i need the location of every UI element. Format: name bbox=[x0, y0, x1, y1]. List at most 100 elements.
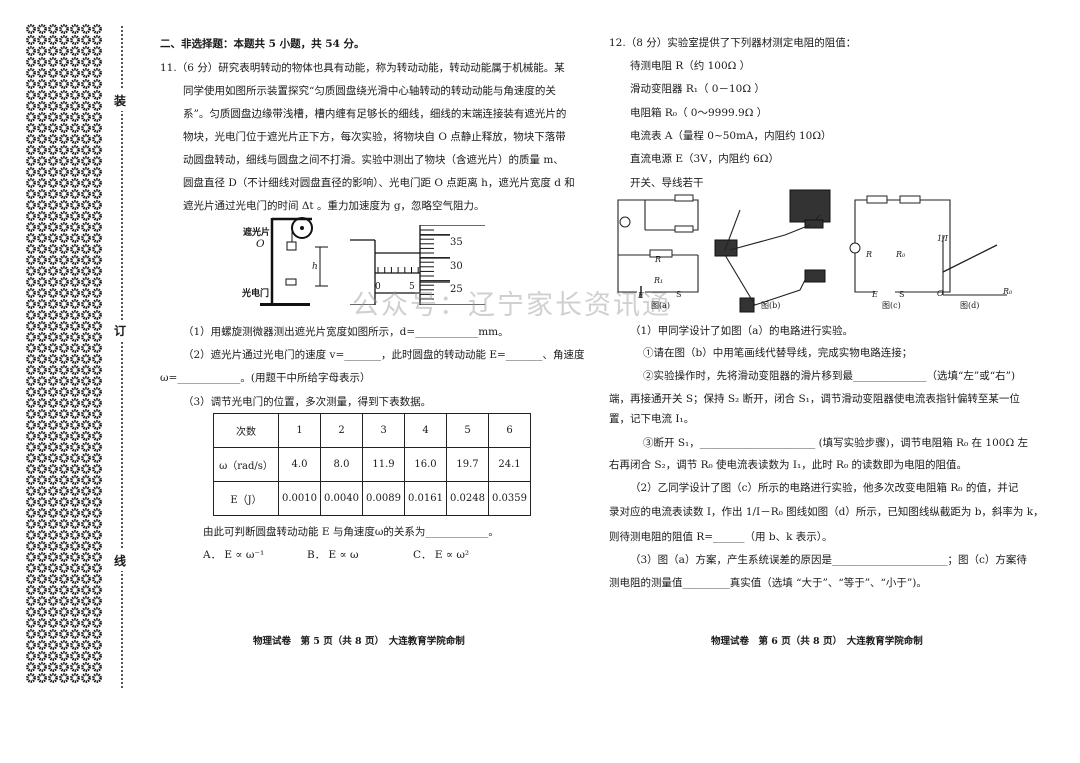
gear-ornament bbox=[37, 607, 47, 617]
gear-ornament bbox=[70, 321, 80, 331]
gear-ornament bbox=[48, 46, 58, 56]
gear-ornament bbox=[81, 310, 91, 320]
gear-ornament bbox=[37, 409, 47, 419]
gear-ornament bbox=[81, 79, 91, 89]
resistance-box-r0 bbox=[899, 195, 921, 204]
gear-ornament bbox=[26, 651, 36, 661]
gear-ornament bbox=[48, 145, 58, 155]
gear-ornament bbox=[70, 134, 80, 144]
gear-ornament bbox=[70, 310, 80, 320]
caption-d: 图(d) bbox=[960, 301, 980, 310]
gear-ornament bbox=[37, 508, 47, 518]
gear-ornament bbox=[48, 167, 58, 177]
gear-ornament bbox=[81, 68, 91, 78]
gear-ornament bbox=[81, 486, 91, 496]
gear-ornament bbox=[92, 90, 102, 100]
gear-ornament bbox=[92, 508, 102, 518]
gear-ornament bbox=[26, 343, 36, 353]
gear-ornament bbox=[26, 211, 36, 221]
gear-ornament bbox=[48, 618, 58, 628]
gear-ornament bbox=[48, 530, 58, 540]
gear-ornament bbox=[70, 354, 80, 364]
gear-ornament bbox=[70, 530, 80, 540]
gear-ornament bbox=[59, 321, 69, 331]
gear-ornament bbox=[59, 486, 69, 496]
gear-ornament bbox=[81, 552, 91, 562]
table-cell: E（J） bbox=[213, 481, 279, 516]
table-row: 次数 1 2 3 4 5 6 bbox=[213, 413, 531, 448]
gear-ornament bbox=[70, 90, 80, 100]
gear-ornament bbox=[48, 574, 58, 584]
gear-ornament bbox=[26, 596, 36, 606]
gear-ornament bbox=[37, 167, 47, 177]
gear-ornament bbox=[70, 574, 80, 584]
gear-ornament bbox=[59, 332, 69, 342]
resistor-r bbox=[866, 195, 888, 204]
gear-ornament bbox=[92, 255, 102, 265]
gear-ornament bbox=[48, 211, 58, 221]
gear-ornament bbox=[70, 189, 80, 199]
caption-a: 图(a) bbox=[651, 301, 671, 310]
gear-ornament bbox=[37, 46, 47, 56]
gear-ornament bbox=[26, 574, 36, 584]
label-h: h bbox=[312, 262, 318, 272]
gear-ornament bbox=[70, 552, 80, 562]
gear-ornament bbox=[70, 640, 80, 650]
gear-ornament bbox=[70, 596, 80, 606]
gear-ornament bbox=[37, 486, 47, 496]
main-5: 5 bbox=[409, 282, 415, 292]
gear-ornament bbox=[37, 574, 47, 584]
binding-gear-pattern bbox=[26, 24, 102, 683]
gear-ornament bbox=[59, 145, 69, 155]
wire bbox=[724, 254, 806, 306]
ammeter-icon bbox=[619, 216, 631, 228]
gear-ornament bbox=[92, 244, 102, 254]
gear-ornament bbox=[26, 222, 36, 232]
table-cell: 次数 bbox=[213, 413, 279, 448]
gear-ornament bbox=[48, 585, 58, 595]
gear-ornament bbox=[26, 112, 36, 122]
gear-ornament bbox=[48, 442, 58, 452]
gear-ornament bbox=[59, 222, 69, 232]
gear-ornament bbox=[81, 376, 91, 386]
gear-ornament bbox=[48, 222, 58, 232]
gear-ornament bbox=[92, 475, 102, 485]
gear-ornament bbox=[81, 321, 91, 331]
gear-ornament bbox=[59, 178, 69, 188]
gear-ornament bbox=[48, 266, 58, 276]
gear-ornament bbox=[92, 266, 102, 276]
gear-ornament bbox=[37, 79, 47, 89]
gear-ornament bbox=[59, 530, 69, 540]
gear-ornament bbox=[26, 475, 36, 485]
table-cell: ω（rad/s） bbox=[213, 447, 279, 482]
table-cell: 0.0248 bbox=[446, 481, 489, 516]
micrometer-figure bbox=[350, 225, 485, 305]
gear-ornament bbox=[70, 673, 80, 683]
gear-ornament bbox=[92, 673, 102, 683]
gear-ornament bbox=[59, 673, 69, 683]
gear-ornament bbox=[59, 233, 69, 243]
gear-ornament bbox=[37, 398, 47, 408]
table-cell: 11.9 bbox=[362, 447, 405, 482]
gear-ornament bbox=[26, 68, 36, 78]
watermark: 公众号：辽宁家长资讯通 bbox=[352, 290, 671, 321]
gear-ornament bbox=[81, 387, 91, 397]
gear-ornament bbox=[48, 497, 58, 507]
gear-ornament bbox=[37, 475, 47, 485]
gear-ornament bbox=[26, 178, 36, 188]
gear-ornament bbox=[26, 233, 36, 243]
gear-ornament bbox=[81, 189, 91, 199]
gear-ornament bbox=[37, 211, 47, 221]
gear-ornament bbox=[37, 112, 47, 122]
axis-origin: O bbox=[937, 289, 944, 298]
gear-ornament bbox=[92, 134, 102, 144]
gear-ornament bbox=[26, 200, 36, 210]
gear-ornament bbox=[70, 233, 80, 243]
section-title: 二、非选择题：本题共 5 小题，共 54 分。 bbox=[160, 38, 365, 50]
gear-ornament bbox=[37, 35, 47, 45]
gear-ornament bbox=[48, 629, 58, 639]
gear-ornament bbox=[26, 101, 36, 111]
main-0: 0 bbox=[375, 282, 381, 292]
gear-ornament bbox=[59, 431, 69, 441]
scale-30: 30 bbox=[450, 261, 463, 272]
